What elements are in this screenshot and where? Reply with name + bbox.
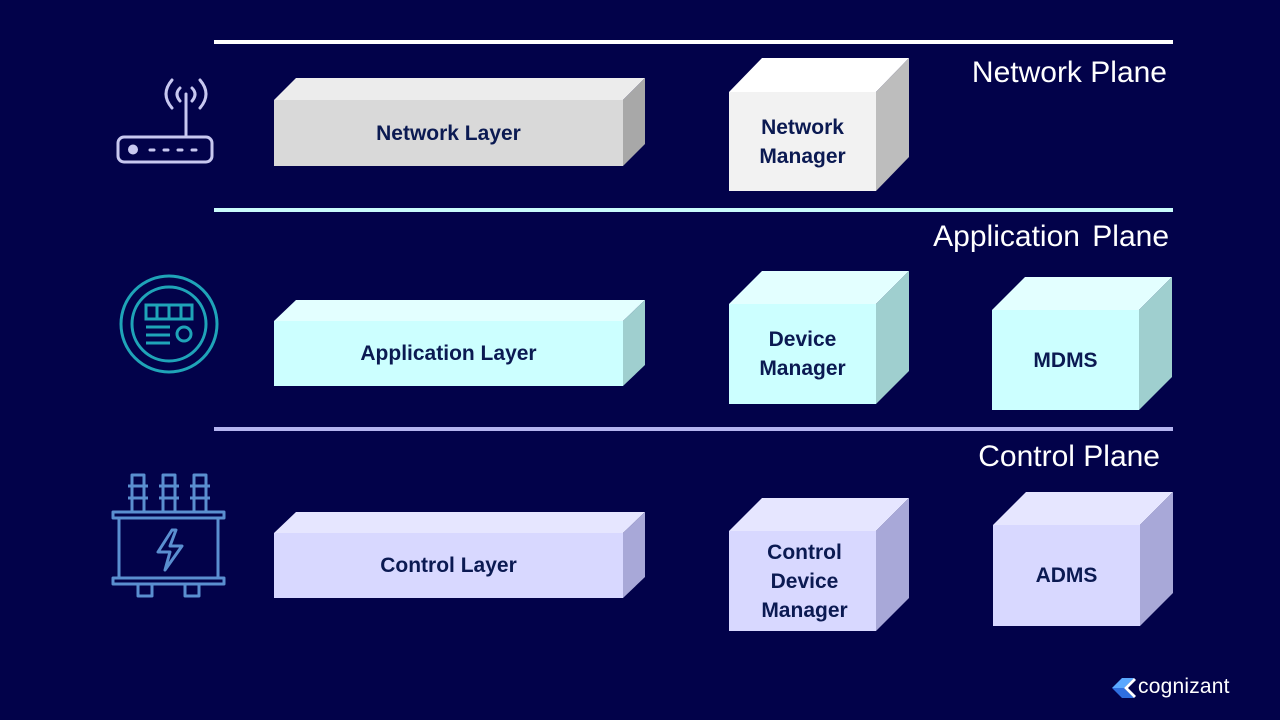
application-plane-title: Application Plane xyxy=(933,220,1169,253)
router-icon xyxy=(116,78,214,164)
network-layer-label: Network Layer xyxy=(376,121,521,145)
adms-block xyxy=(993,492,1173,626)
cognizant-logo-icon xyxy=(1112,678,1136,698)
adms-label: ADMS xyxy=(1035,564,1098,587)
control-layer-label: Control Layer xyxy=(380,554,517,577)
control-device-manager-block xyxy=(729,498,909,631)
network-layer-block xyxy=(274,78,645,166)
control-device-manager-label: Control Device Manager xyxy=(761,540,848,622)
cognizant-logo-text: cognizant xyxy=(1138,675,1230,698)
application-layer-block xyxy=(274,300,645,386)
device-manager-label: Device Manager xyxy=(759,328,846,380)
network-manager-label: Network Manager xyxy=(759,115,846,168)
device-manager-block xyxy=(729,271,909,404)
application-layer-label: Application Layer xyxy=(360,342,537,365)
network-manager-block xyxy=(729,58,909,191)
smart-meter-icon xyxy=(119,274,219,374)
mdms-label: MDMS xyxy=(1033,348,1098,372)
mdms-block xyxy=(992,277,1172,410)
network-plane-title: Network Plane xyxy=(971,56,1167,89)
transformer-icon xyxy=(111,473,226,598)
control-layer-block xyxy=(274,512,645,598)
control-plane-title: Control Plane xyxy=(978,440,1160,473)
